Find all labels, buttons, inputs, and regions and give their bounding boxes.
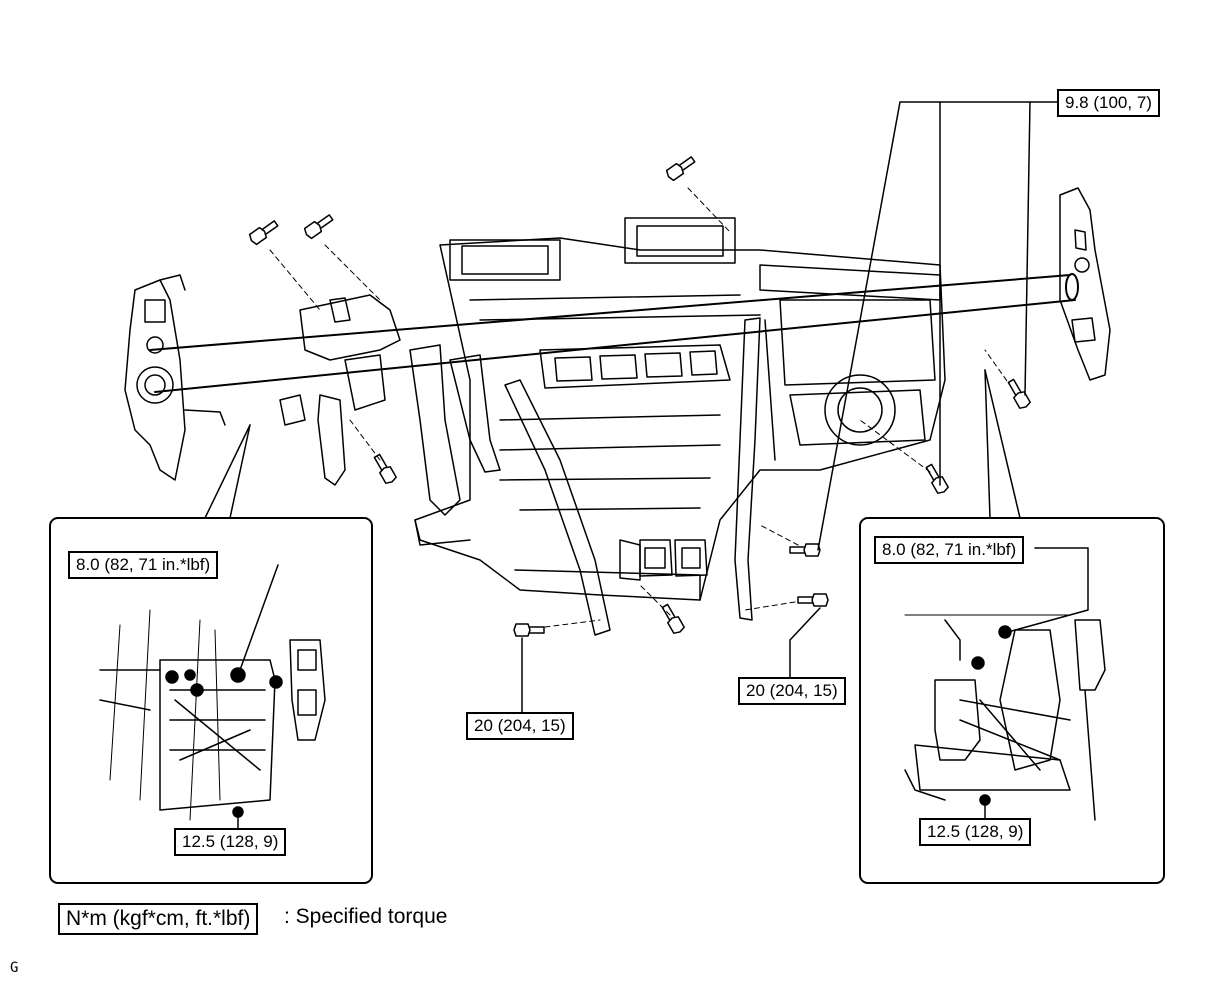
bolt-icon <box>661 603 685 634</box>
left-end-bracket <box>124 274 226 481</box>
hvac-unit <box>414 217 946 601</box>
legend-description: : Specified torque <box>284 905 448 928</box>
center-brace-right <box>734 317 761 621</box>
reinforcement-cross-beam <box>149 273 1079 393</box>
left-inset-panel <box>49 517 373 884</box>
inset-bolt-icons <box>165 667 283 818</box>
callout-leaders <box>204 101 1059 713</box>
figure-id: G <box>10 960 19 976</box>
torque-label-top-right: 9.8 (100, 7) <box>1057 89 1160 117</box>
bolt-icon <box>373 453 397 484</box>
dashed-leaders <box>269 187 1013 628</box>
bolt-icon <box>925 463 949 494</box>
legend-unit-box: N*m (kgf*cm, ft.*lbf) <box>58 903 259 935</box>
bolt-icon <box>665 156 696 182</box>
torque-label-right-inset-bottom: 12.5 (128, 9) <box>919 818 1032 846</box>
bolt-icon <box>303 214 334 240</box>
bolt-icon <box>789 543 821 557</box>
bolts <box>248 156 1031 637</box>
torque-label-left-inset-top: 8.0 (82, 71 in.*lbf) <box>68 551 219 579</box>
torque-label-right-inset-top: 8.0 (82, 71 in.*lbf) <box>874 536 1025 564</box>
torque-label-center-left: 20 (204, 15) <box>466 712 574 740</box>
right-inset-panel <box>859 517 1165 884</box>
steering-column-support <box>279 294 501 516</box>
torque-label-left-inset-bottom: 12.5 (128, 9) <box>174 828 287 856</box>
bolt-icon <box>513 623 545 637</box>
inset-bolt-icons <box>971 625 1012 806</box>
right-end-bracket <box>1059 187 1111 381</box>
center-brace-left <box>504 379 611 636</box>
bolt-icon <box>1007 378 1031 409</box>
torque-label-center-right: 20 (204, 15) <box>738 677 846 705</box>
bolt-icon <box>797 593 829 607</box>
bolt-icon <box>248 220 279 246</box>
